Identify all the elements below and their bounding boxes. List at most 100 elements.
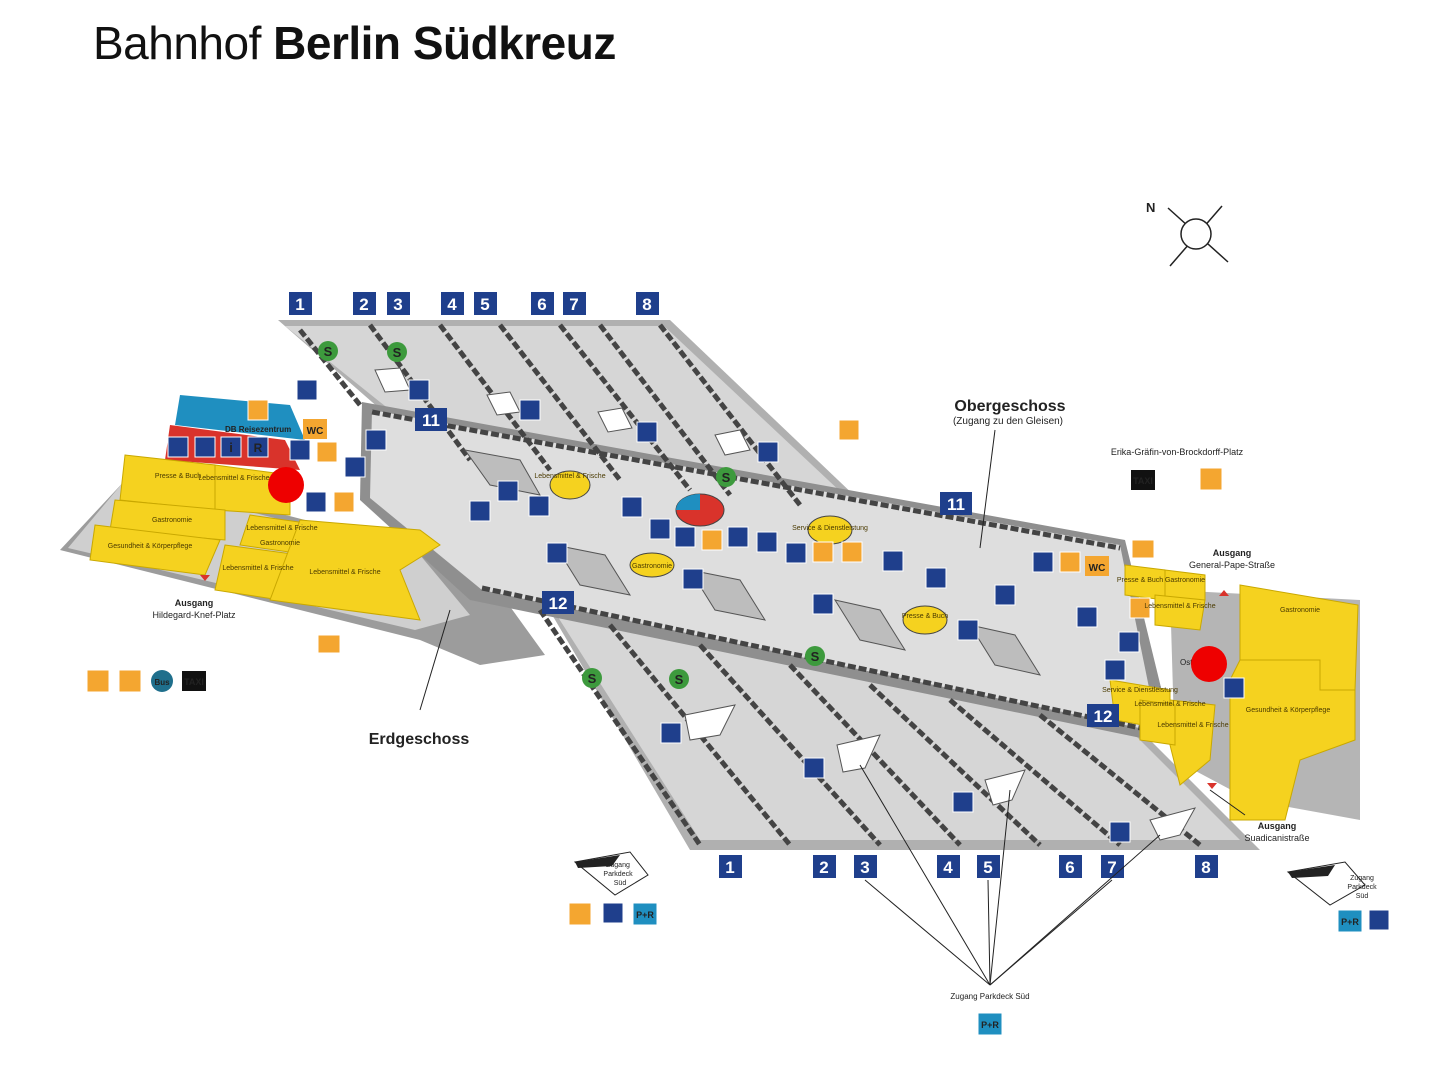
platform-badge <box>353 292 376 315</box>
platform-number: 8 <box>642 295 651 314</box>
info-icon <box>674 526 696 548</box>
platform-badges-upper: 11 11 12 12 <box>415 408 1119 727</box>
upper-level-sublabel: (Zugang zu den Gleisen) <box>953 416 1063 427</box>
phone-icon <box>316 441 338 463</box>
erika-platz-label: Erika-Gräfin-von-Brockdorff-Platz <box>1111 447 1244 457</box>
west-location-marker <box>268 467 304 503</box>
ticket-machine-icon <box>519 399 541 421</box>
stair-openings <box>374 367 1197 841</box>
elevator-icon <box>660 722 682 744</box>
upper-level-label: Obergeschoss <box>954 398 1065 415</box>
parkdeck-sign-line: Parkdeck <box>1347 884 1377 891</box>
escalator-icon <box>882 550 904 572</box>
parkdeck-sign-line: Parkdeck <box>603 871 633 878</box>
bus-icon <box>151 670 173 692</box>
shop-label: Presse & Buch <box>902 613 948 620</box>
sbahn-icon <box>318 341 338 361</box>
phone-icon <box>841 541 863 563</box>
compass-icon: N <box>1146 200 1229 267</box>
title-station: Berlin Südkreuz <box>273 17 616 69</box>
shop-label: Gastronomie <box>152 517 192 524</box>
sbahn-icon <box>582 668 602 688</box>
escalator-icon <box>497 480 519 502</box>
exit-street: Hildegard-Knef-Platz <box>152 610 236 620</box>
park-and-ride-icon <box>977 1012 1003 1036</box>
shop-label: Gastronomie <box>1280 607 1320 614</box>
platform-number: 7 <box>569 295 578 314</box>
shop-label: Gastronomie <box>1165 577 1205 584</box>
phone-icon <box>333 491 355 513</box>
ground-level-label: Erdgeschoss <box>369 731 470 748</box>
wc-icon <box>303 419 327 439</box>
elevator-icon <box>952 791 974 813</box>
kiosks <box>549 470 948 635</box>
shop-label: Service & Dienstleistung <box>792 525 868 532</box>
park-and-ride-icon <box>632 902 658 926</box>
reisezentrum-label: DB Reisezentrum <box>225 425 291 434</box>
ticket-machine-icon <box>636 421 658 443</box>
sbahn-label: S <box>324 344 333 359</box>
ticket-machine-icon <box>994 584 1016 606</box>
exit-street: General-Pape-Straße <box>1189 560 1275 570</box>
platform-number: 12 <box>549 594 568 613</box>
sbahn-icon <box>805 646 825 666</box>
elevator-icon <box>528 495 550 517</box>
platform-number: 6 <box>537 295 546 314</box>
exit-street: Suadicanistraße <box>1244 833 1309 843</box>
platform-badge <box>441 292 464 315</box>
shop-label: Gastronomie <box>260 540 300 547</box>
shops-east <box>1109 564 1359 821</box>
east-location-marker <box>1191 646 1227 682</box>
shop-label: Gesundheit & Körperpflege <box>108 543 193 550</box>
zugang-parkdeck-label: Zugang Parkdeck Süd <box>950 992 1029 1001</box>
elevator-icon <box>925 567 947 589</box>
platform-badges-top: 1 2 3 4 5 6 7 8 <box>289 292 659 315</box>
mailbox-icon <box>317 634 341 654</box>
escalator-icon <box>756 531 778 553</box>
bike-parking-icon <box>1199 467 1223 491</box>
bike-parking-icon <box>86 669 110 693</box>
sbahn-label: S <box>722 470 731 485</box>
escalator-icon <box>682 568 704 590</box>
exit-arrow-icon <box>200 575 210 581</box>
park-and-ride-icon <box>1337 909 1363 933</box>
platform-number: 5 <box>480 295 489 314</box>
escalator-icon <box>957 619 979 641</box>
shop-label: Lebensmittel & Frische <box>534 473 605 480</box>
exit-arrow-icon <box>1207 783 1217 789</box>
info-label: i <box>229 440 233 455</box>
platform-number: 7 <box>1107 858 1116 877</box>
parkdeck-sign-south-east: Zugang Parkdeck Süd <box>1286 861 1377 906</box>
ticket-machine-icon <box>1223 677 1245 699</box>
wc-icon <box>1085 556 1109 576</box>
platform-badge <box>636 292 659 315</box>
bike-parking-icon <box>838 419 860 441</box>
platform-number: 6 <box>1065 858 1074 877</box>
taxi-icon <box>1131 470 1155 490</box>
sbahn-icon <box>716 467 736 487</box>
sbahn-label: S <box>675 672 684 687</box>
wc-label: WC <box>1089 563 1106 574</box>
parkdeck-sign-south-west: Zugang Parkdeck Süd <box>573 851 649 896</box>
parkdeck-sign-line: Zugang <box>1350 875 1374 882</box>
accessible-icon <box>305 491 327 513</box>
shops-west <box>89 395 441 621</box>
ticket-machine-icon <box>296 379 318 401</box>
shop-label: Lebensmittel & Frische <box>1134 701 1205 708</box>
orange-pictograms <box>86 399 1223 926</box>
ticket-machine-icon <box>727 526 749 548</box>
parkdeck-sign-line: Süd <box>1356 893 1369 900</box>
platform-number: 8 <box>1201 858 1210 877</box>
mailbox-icon <box>1131 539 1155 559</box>
escalator-icon <box>621 496 643 518</box>
reservation-label: R <box>254 441 263 455</box>
ticket-machine-icon <box>757 441 779 463</box>
shop-label: Lebensmittel & Frische <box>1144 603 1215 610</box>
escalator-icon <box>1118 631 1140 653</box>
exit-label: Ausgang <box>1213 548 1252 558</box>
phone-icon <box>118 669 142 693</box>
platform-badge <box>563 292 586 315</box>
sbahn-label: S <box>393 345 402 360</box>
lounge-icon <box>1104 659 1126 681</box>
